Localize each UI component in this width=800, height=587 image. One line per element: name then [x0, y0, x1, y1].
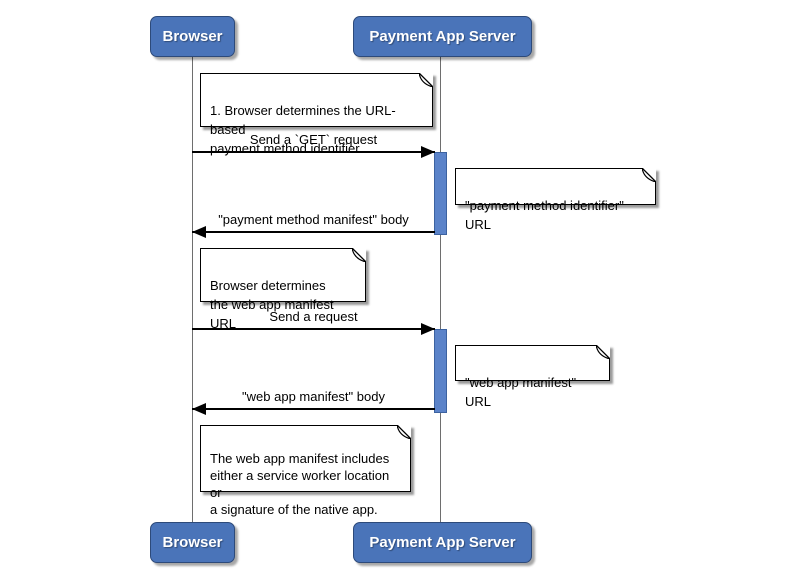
- message-label: Send a `GET` request: [192, 132, 435, 148]
- message-line: [192, 408, 435, 410]
- note-text: "payment method identifier" URL: [465, 198, 624, 232]
- note-fold-icon: [352, 248, 366, 262]
- actor-payment-app-server-bottom: Payment App Server: [353, 522, 532, 563]
- note-fold-icon: [642, 168, 656, 182]
- note: The web app manifest includes either a s…: [200, 425, 411, 517]
- note: "web app manifest" URL: [455, 345, 610, 409]
- note-fold-icon: [419, 73, 433, 87]
- message-line: [192, 151, 435, 153]
- note-text: "web app manifest" URL: [465, 375, 577, 409]
- actor-browser-bottom: Browser: [150, 522, 235, 563]
- note-text: Browser determines the web app manifest …: [210, 278, 334, 331]
- lifeline-payment-app-server: [440, 57, 441, 522]
- arrow-right-icon: [421, 323, 435, 335]
- actor-payment-app-server-top: Payment App Server: [353, 16, 532, 57]
- note: 1. Browser determines the URL-based paym…: [200, 73, 433, 156]
- message-label: "payment method manifest" body: [218, 212, 409, 227]
- activation-bar-server-1: [434, 152, 447, 235]
- activation-bar-server-2: [434, 329, 447, 413]
- message-line: [192, 328, 435, 330]
- arrow-left-icon: [192, 226, 206, 238]
- note: Browser determines the web app manifest …: [200, 248, 366, 331]
- note-fold-icon: [596, 345, 610, 359]
- note-text: The web app manifest includes either a s…: [210, 451, 390, 517]
- actor-browser-top: Browser: [150, 16, 235, 57]
- lifeline-browser: [192, 57, 193, 522]
- note-fold-icon: [397, 425, 411, 439]
- arrow-left-icon: [192, 403, 206, 415]
- arrow-right-icon: [421, 146, 435, 158]
- message-label: "web app manifest" body: [242, 389, 385, 404]
- message-label: Send a request: [269, 309, 358, 324]
- note-text: 1. Browser determines the URL-based paym…: [210, 103, 396, 156]
- message-line: [192, 231, 435, 233]
- note: "payment method identifier" URL: [455, 168, 656, 232]
